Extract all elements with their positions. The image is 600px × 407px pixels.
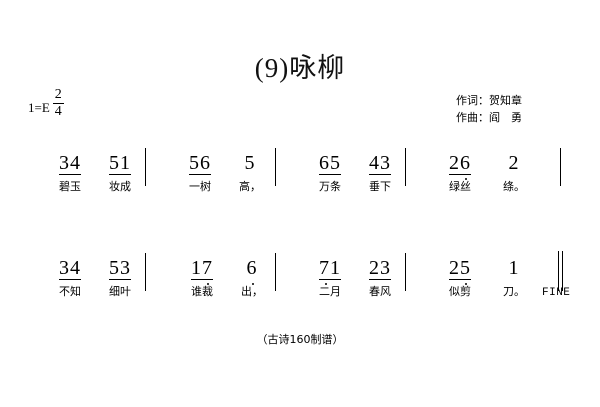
final-barline (558, 251, 564, 291)
note-cell: 23 (369, 257, 391, 280)
lyric-cell: 出， (241, 285, 263, 298)
barline (405, 253, 406, 291)
note-cell: 34 (59, 257, 81, 280)
octave-down-dot (465, 178, 468, 180)
octave-down-dot (324, 283, 327, 285)
measure-7: 71 二月 23 春风 (290, 253, 406, 317)
measure-5: 34 不知 53 细叶 (30, 253, 146, 317)
lyric-cell: 春风 (369, 285, 391, 298)
note-group: 34 (48, 257, 92, 280)
note-cell: 56 (189, 152, 211, 175)
barline (145, 148, 146, 186)
note-group: 1 (494, 257, 534, 279)
score-title: (9)咏柳 (254, 53, 346, 83)
lyric-cell: 似剪 (449, 285, 471, 298)
note-cell: 34 (59, 152, 81, 175)
key-signature-label: 1=E (28, 100, 50, 115)
lyric-cell: 绿丝 (449, 180, 471, 193)
lyric-cell: 不知 (59, 285, 81, 298)
footer-note: （古诗160制谱） (256, 333, 344, 346)
key-time-signature: 1=E 2 4 (28, 88, 64, 119)
note-cell: 26 (449, 152, 471, 180)
octave-down-dot (207, 283, 210, 285)
final-barline-stroke (562, 251, 564, 291)
measure-6: 17 谁裁 6 出， (160, 253, 276, 317)
credits-block: 作词：贺知章 作曲：阎 勇 (456, 92, 522, 126)
note-cell: 65 (319, 152, 341, 175)
note-cell: 51 (109, 152, 131, 175)
measure-1: 34 碧玉 51 妆成 (30, 148, 146, 212)
measure-3: 65 万条 43 垂下 (290, 148, 406, 212)
measure-8: 25 似剪 1 刀。 FINE (420, 251, 571, 317)
lyric-cell: 垂下 (369, 180, 391, 193)
barline (275, 148, 276, 186)
note-group: 65 (308, 152, 352, 175)
barline (275, 253, 276, 291)
barline (560, 148, 561, 186)
final-barline-stroke (558, 251, 560, 291)
note-cell: 25 (449, 257, 471, 285)
note-group: 43 (358, 152, 402, 175)
note-cell: 2 (508, 152, 520, 174)
fine-marking: FINE (542, 287, 571, 299)
time-signature: 2 4 (52, 87, 64, 119)
barline (145, 253, 146, 291)
measure-4: 26 绿丝 2 绦。 (420, 148, 561, 212)
note-group: 71 (308, 257, 352, 285)
note-cell: 71 (319, 257, 341, 285)
octave-down-dot (252, 283, 254, 285)
note-group: 26 (438, 152, 482, 180)
composer-credit: 作曲：阎 勇 (456, 111, 522, 124)
note-group: 53 (98, 257, 142, 280)
lyric-cell: 谁裁 (191, 285, 213, 298)
time-signature-denominator: 4 (52, 103, 64, 119)
time-signature-numerator: 2 (54, 87, 62, 102)
note-cell: 1 (508, 257, 520, 279)
lyric-cell: 碧玉 (59, 180, 81, 193)
note-cell: 53 (109, 257, 131, 280)
note-group: 6 (232, 257, 272, 285)
note-cell: 43 (369, 152, 391, 175)
lyricist-credit: 作词：贺知章 (456, 94, 522, 107)
note-group: 23 (358, 257, 402, 280)
lyric-cell: 细叶 (109, 285, 131, 298)
staff-system-1: 34 碧玉 51 妆成 56 一树 5 高， 65 万条 43 垂下 (30, 148, 570, 212)
lyric-cell: 万条 (319, 180, 341, 193)
note-group: 25 (438, 257, 482, 285)
note-cell: 17 (191, 257, 213, 285)
lyric-cell: 二月 (319, 285, 341, 298)
barline (405, 148, 406, 186)
note-group: 34 (48, 152, 92, 175)
note-group: 2 (494, 152, 534, 174)
note-group: 51 (98, 152, 142, 175)
lyric-cell: 高， (239, 180, 261, 193)
lyric-cell: 一树 (189, 180, 211, 193)
note-group: 56 (178, 152, 222, 175)
lyric-cell: 刀。 (503, 285, 525, 298)
measure-2: 56 一树 5 高， (160, 148, 276, 212)
note-group: 17 (180, 257, 224, 285)
octave-down-dot (465, 283, 468, 285)
lyric-cell: 绦。 (503, 180, 525, 193)
note-cell: 6 (247, 257, 258, 285)
note-cell: 5 (244, 152, 256, 174)
lyric-cell: 妆成 (109, 180, 131, 193)
note-group: 5 (230, 152, 270, 174)
staff-system-2: 34 不知 53 细叶 17 谁裁 6 出， 71 二月 23 春风 (30, 251, 571, 317)
